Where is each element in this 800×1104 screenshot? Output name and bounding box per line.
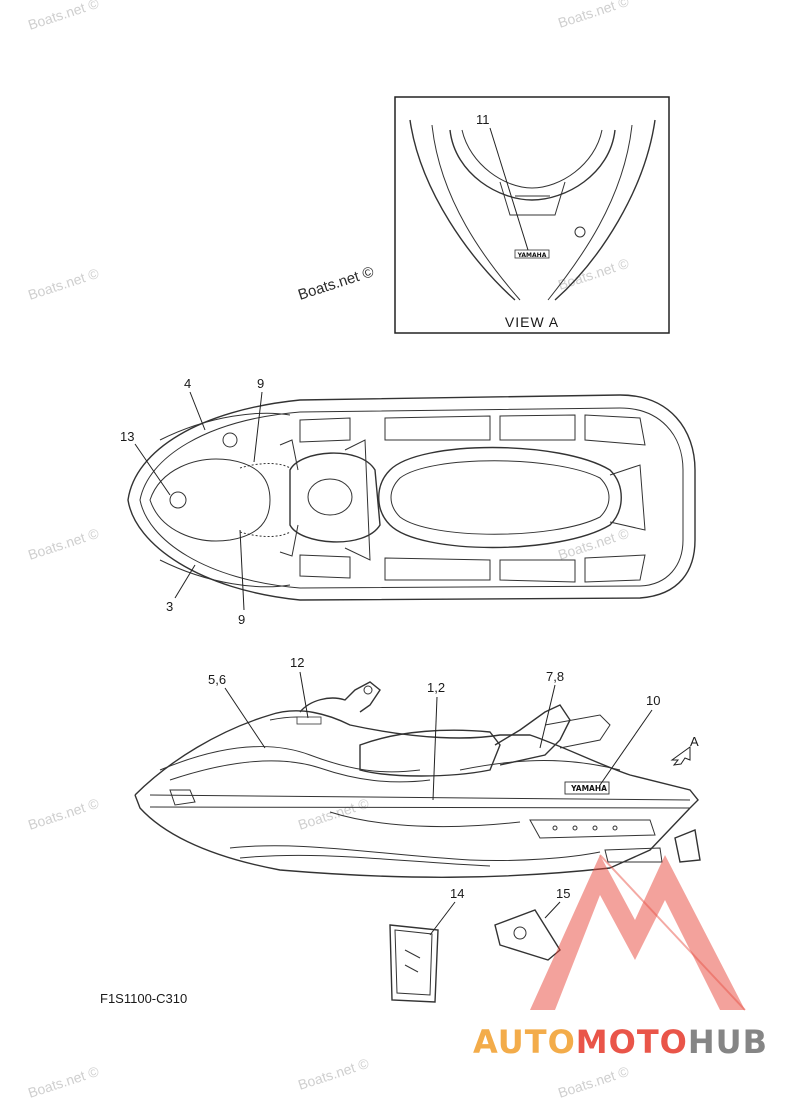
view-a-caption: VIEW A bbox=[505, 314, 559, 330]
jet-nozzle bbox=[674, 829, 701, 863]
view-a-arrow-icon bbox=[670, 746, 691, 766]
callout-a: A bbox=[690, 734, 699, 749]
callout-15: 15 bbox=[556, 886, 570, 901]
callout-10: 10 bbox=[646, 693, 660, 708]
decal-10-box bbox=[564, 781, 610, 795]
callout-3: 3 bbox=[166, 599, 173, 614]
decal-12-box bbox=[296, 716, 322, 725]
logo-mark-icon bbox=[530, 855, 745, 1010]
watermark: Boats.net © bbox=[26, 525, 101, 563]
callout-4: 4 bbox=[184, 376, 191, 391]
watermark: Boats.net © bbox=[556, 255, 631, 293]
watermark: Boats.net © bbox=[26, 795, 101, 833]
watermark: Boats.net © bbox=[556, 0, 631, 31]
view-a-decal-text: YAMAHA bbox=[517, 252, 547, 259]
view-a-inset: YAMAHA 11 VIEW A bbox=[394, 96, 670, 334]
logo-text-auto: AUTO bbox=[473, 1023, 576, 1061]
side-view: YAMAHA 12 5,6 1,2 7,8 10 A bbox=[134, 655, 701, 878]
svg-text:AUTOMOTOHUB: AUTOMOTOHUB bbox=[473, 1023, 768, 1061]
nose-storage bbox=[149, 458, 271, 542]
view-a-decal bbox=[514, 249, 550, 259]
view-a-frame bbox=[394, 96, 670, 334]
side-seat bbox=[359, 729, 501, 777]
part-15-tag bbox=[494, 909, 561, 961]
watermark-layer: Boats.net © Boats.net © Boats.net © Boat… bbox=[26, 0, 631, 1101]
callout-14: 14 bbox=[450, 886, 464, 901]
handlebar bbox=[299, 681, 381, 713]
callout-1-2: 1,2 bbox=[427, 680, 445, 695]
logo-text-moto: MOTO bbox=[576, 1023, 688, 1061]
bow-outline-right bbox=[554, 119, 656, 301]
callout-12: 12 bbox=[290, 655, 304, 670]
hull-side-outline bbox=[134, 794, 691, 878]
callout-5-6: 5,6 bbox=[208, 672, 226, 687]
diagram-code: F1S1100-C310 bbox=[100, 991, 187, 1006]
top-view: 4 9 13 3 9 bbox=[120, 376, 696, 627]
callout-9-top: 9 bbox=[257, 376, 264, 391]
seat bbox=[378, 446, 622, 549]
watermark-dark: Boats.net © bbox=[296, 263, 376, 303]
loose-parts: 14 15 bbox=[389, 886, 570, 1003]
part-14-card bbox=[389, 924, 439, 1003]
deck-outline bbox=[134, 710, 699, 809]
side-decal-text: YAMAHA bbox=[570, 784, 607, 793]
helm bbox=[289, 452, 381, 543]
automotohub-logo: AUTOMOTOHUB bbox=[473, 854, 768, 1061]
watermark: Boats.net © bbox=[26, 0, 101, 33]
hull-top-outline bbox=[127, 394, 696, 601]
watermark: Boats.net © bbox=[26, 265, 101, 303]
callout-9-bottom: 9 bbox=[238, 612, 245, 627]
logo-text-hub: HUB bbox=[688, 1023, 768, 1061]
watermark: Boats.net © bbox=[26, 1063, 101, 1101]
callout-13: 13 bbox=[120, 429, 134, 444]
watermark: Boats.net © bbox=[296, 1055, 371, 1093]
bow-outline-left bbox=[409, 119, 516, 301]
watermark: Boats.net © bbox=[296, 795, 371, 833]
callout-11: 11 bbox=[476, 112, 490, 127]
watermark: Boats.net © bbox=[556, 1063, 631, 1101]
callout-7-8: 7,8 bbox=[546, 669, 564, 684]
